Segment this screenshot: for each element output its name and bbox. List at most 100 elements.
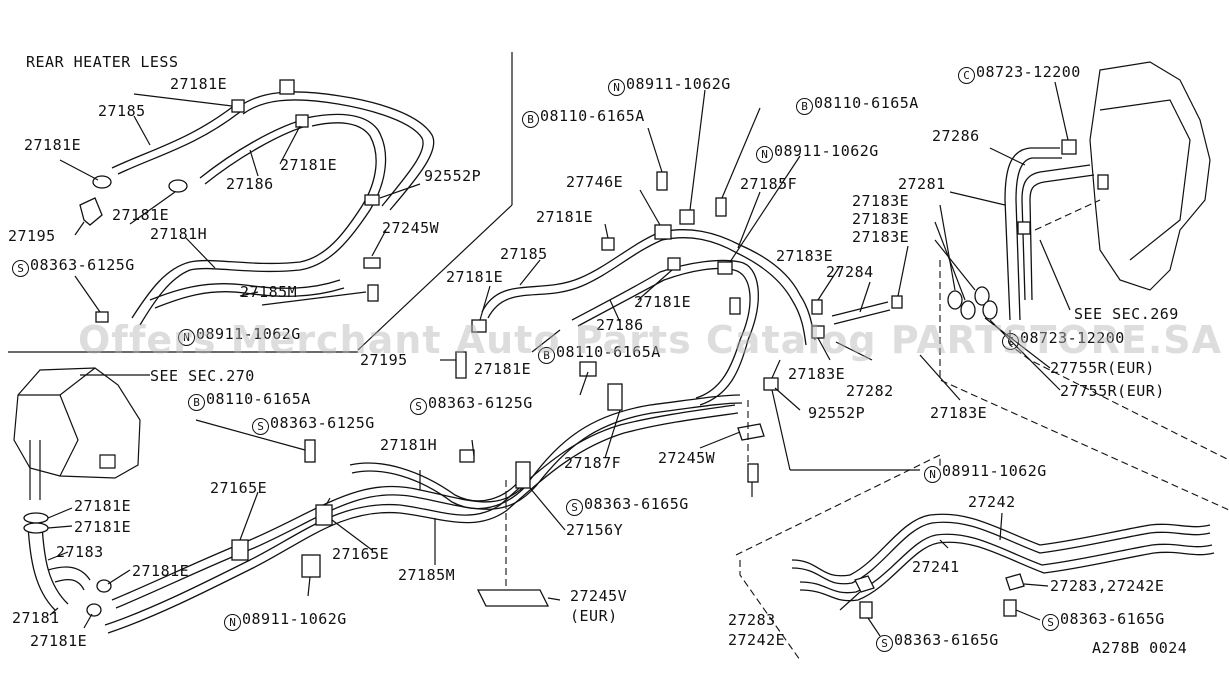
pipe-27241 (799, 533, 1213, 594)
bolt-b08110-d (304, 439, 316, 463)
code-circle-s: S (566, 499, 583, 516)
part-label: 27183E (852, 210, 910, 228)
part-label: 27281 (898, 175, 946, 193)
part-label: 27183E (788, 365, 846, 383)
part-label: 27165E (332, 545, 390, 563)
hose-27186-a (199, 119, 303, 179)
code-circle-b: B (796, 98, 813, 115)
clamp-27181e-d (168, 179, 188, 193)
part-label: 27181E (74, 497, 132, 515)
code-circle-s: S (12, 260, 29, 277)
clip-27165e-b (315, 504, 333, 526)
clip-27746e (654, 224, 672, 240)
part-label: 27181E (132, 562, 190, 580)
code-circle-s: S (876, 635, 893, 652)
code-circle-c: C (958, 67, 975, 84)
bolt-s08363-6165g-c (859, 601, 873, 619)
clamp-27181e-k (96, 579, 112, 593)
hose-27183 (27, 524, 56, 611)
part-label: 27183E (776, 247, 834, 265)
clip-27283 (854, 575, 875, 593)
valve-27195-a (79, 197, 103, 226)
code-circle-s: S (252, 418, 269, 435)
clamp-27181e-c (92, 175, 112, 189)
part-label: 27185F (740, 175, 798, 193)
part-label: 27181E (634, 293, 692, 311)
pipe-27185m-b (104, 404, 736, 626)
oring-27755r-b (982, 300, 998, 320)
pipe-27181h-b (111, 394, 741, 601)
divider-diagonal (357, 204, 513, 351)
lower-right-group (735, 454, 1215, 661)
figure-reference-code: A278B 0024 (1092, 639, 1188, 657)
part-label: 92552P (424, 167, 482, 185)
clamp-c08723 (1061, 139, 1077, 155)
pipe-27185m-a (149, 279, 341, 301)
oring-27183e-a (947, 290, 963, 310)
clip-right-mid (1017, 221, 1031, 235)
part-label: 27185M (240, 283, 298, 301)
part-label: 27183E (930, 404, 988, 422)
part-label: 27181E (446, 268, 504, 286)
clip-27245w-a (363, 257, 381, 269)
clip-right-upper (1097, 174, 1109, 190)
heater-unit-left (13, 367, 141, 479)
code-circle-c: C (1002, 333, 1019, 350)
valve-27195-b (455, 351, 467, 379)
part-label: 27755R(EUR) (1050, 359, 1155, 377)
hose-27284 (831, 301, 889, 317)
part-label: 27242E (728, 631, 786, 649)
pad-27245v (476, 589, 550, 607)
grommet-92552p-b (763, 377, 779, 391)
part-label: 27183E (852, 228, 910, 246)
clamp-27181e-i (23, 512, 49, 524)
part-label: 27181E (30, 632, 88, 650)
joint-27183e-d (811, 299, 823, 315)
part-label: 27185 (500, 245, 548, 263)
part-label: 27181H (380, 436, 438, 454)
clamp-27183e-e (811, 325, 825, 339)
part-label: 27241 (912, 558, 960, 576)
nut-n08911-d (301, 554, 321, 578)
clamp-27181e-j (23, 522, 49, 534)
part-label: 92552P (808, 404, 866, 422)
part-label: 27181E (280, 156, 338, 174)
lower-left-group (13, 367, 920, 634)
part-label: 27282 (846, 382, 894, 400)
part-label: (EUR) (570, 607, 618, 625)
bolt-s08363-6165g-a (747, 463, 759, 483)
clamp-27181e-g (667, 257, 681, 271)
grommet-92552p-a (364, 194, 380, 206)
part-label: 27181E (24, 136, 82, 154)
hose-27185-a (111, 104, 236, 169)
part-label: 27755R(EUR) (1060, 382, 1165, 400)
clip-27245w-b (737, 423, 765, 441)
bolt-s08363-b (579, 361, 597, 377)
bolt-center (729, 297, 741, 315)
right-group (919, 61, 1229, 511)
part-label: 27186 (596, 316, 644, 334)
part-label: 27286 (932, 127, 980, 145)
code-circle-n: N (608, 79, 625, 96)
part-label: 27245W (658, 449, 716, 467)
heater-unit-right (1089, 61, 1211, 291)
part-label: 27185M (398, 566, 456, 584)
part-label: 27185 (98, 102, 146, 120)
joint-27183e-c (891, 295, 903, 309)
part-label: 27195 (360, 351, 408, 369)
clamp-27181e-f (471, 319, 487, 333)
code-circle-n: N (924, 466, 941, 483)
part-label: 27181E (74, 518, 132, 536)
part-label: 27283,27242E (1050, 577, 1165, 595)
bolt-s08363-c (459, 449, 475, 463)
